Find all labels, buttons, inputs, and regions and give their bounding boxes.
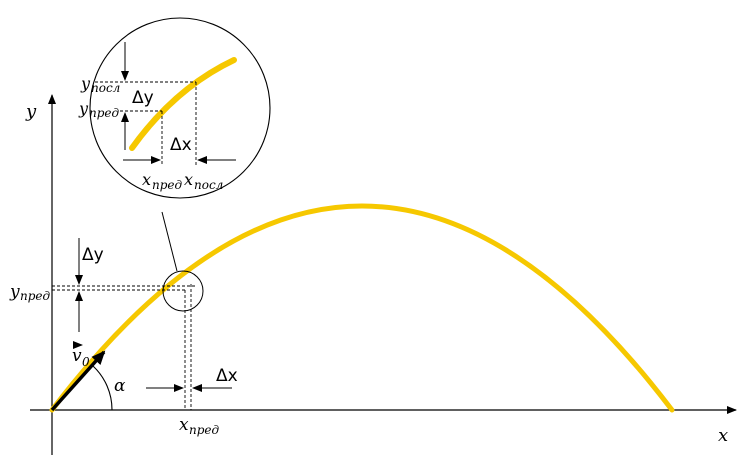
velocity-symbol: v bbox=[72, 346, 82, 366]
main-y-sub: пред bbox=[20, 289, 51, 303]
main-delta-x-label: Δx bbox=[216, 366, 238, 386]
velocity-subscript: 0 bbox=[82, 355, 90, 369]
zoom-y-prev-var: y bbox=[78, 99, 89, 118]
zoom-y-next-var: y bbox=[80, 74, 91, 93]
x-axis-label: x bbox=[718, 425, 728, 446]
main-guides bbox=[52, 284, 195, 410]
velocity-label: v 0 bbox=[72, 341, 90, 369]
zoom-x-next-label: x посл bbox=[184, 170, 223, 192]
magnified-circle bbox=[89, 17, 271, 199]
main-x-var: x bbox=[179, 415, 189, 435]
main-y-pred-label: y пред bbox=[9, 282, 51, 303]
leader-line bbox=[161, 211, 178, 272]
angle-arc bbox=[92, 365, 113, 411]
angle-label: α bbox=[114, 376, 126, 396]
main-y-var: y bbox=[9, 282, 20, 302]
zoom-x-next-var: x bbox=[184, 170, 193, 189]
velocity-vector bbox=[50, 350, 106, 412]
zoom-y-next-label: y посл bbox=[80, 74, 120, 95]
zoom-x-next-sub: посл bbox=[194, 178, 223, 192]
zoom-x-prev-sub: пред bbox=[152, 178, 183, 192]
zoom-x-prev-label: x пред bbox=[142, 170, 183, 192]
main-x-sub: пред bbox=[189, 423, 220, 437]
zoom-y-prev-sub: пред bbox=[89, 106, 120, 120]
zoom-delta-y-label: Δy bbox=[132, 88, 154, 108]
trajectory-curve bbox=[49, 203, 675, 413]
zoom-x-prev-var: x bbox=[142, 170, 151, 189]
magnified-curve bbox=[129, 57, 237, 151]
zoom-guides bbox=[95, 81, 197, 165]
zoom-y-prev-label: y пред bbox=[78, 99, 120, 120]
y-axis-label: y bbox=[25, 101, 37, 122]
detail-circle bbox=[162, 270, 204, 312]
main-x-pred-label: x пред bbox=[179, 415, 220, 437]
main-delta-y-label: Δy bbox=[82, 245, 104, 265]
zoom-delta-x-label: Δx bbox=[170, 135, 192, 155]
zoom-y-next-sub: посл bbox=[91, 81, 120, 95]
